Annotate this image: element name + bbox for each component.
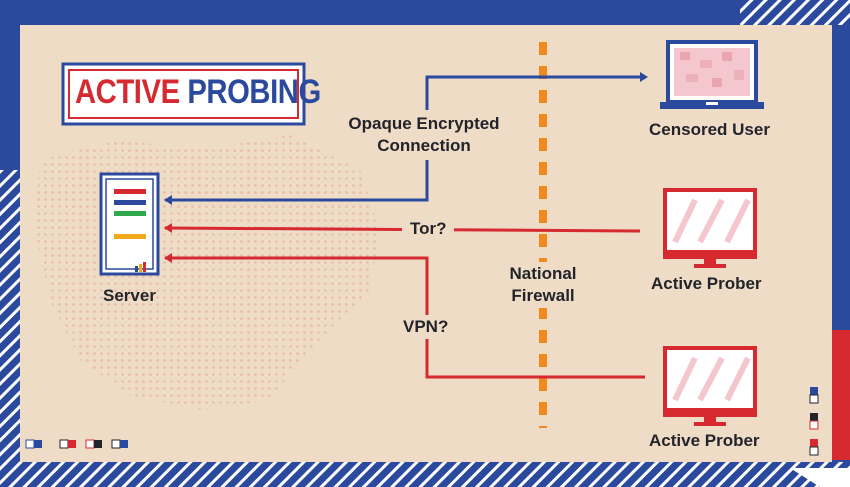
tor-label: Tor? <box>410 219 447 238</box>
monitor-icon <box>663 346 757 426</box>
arrow-tor-icon <box>164 223 172 233</box>
active-prober-label-2: Active Prober <box>649 431 760 450</box>
decorative-squares <box>25 387 819 456</box>
right-red-bar <box>832 330 850 460</box>
monitor-icon <box>663 188 757 268</box>
left-stripes <box>0 170 20 487</box>
title-word-probing: PROBING <box>187 73 321 111</box>
top-stripes <box>740 0 850 25</box>
title-word-active: ACTIVE <box>75 73 180 111</box>
corner-accent-white <box>790 468 850 487</box>
vpn-label: VPN? <box>403 317 449 336</box>
active-prober-label-1: Active Prober <box>651 274 762 293</box>
vpn-label-bg <box>398 315 456 339</box>
title-box-outer <box>61 62 306 126</box>
tor-label-bg <box>402 217 454 241</box>
bottom-stripes <box>0 462 850 487</box>
firewall-label-bg <box>500 262 586 308</box>
title-box: ACTIVE PROBING <box>63 64 321 124</box>
connection-label-bg <box>340 110 510 160</box>
title-box-inner <box>68 69 299 119</box>
server-label: Server <box>103 286 156 305</box>
censored-user-label: Censored User <box>649 120 770 139</box>
page-title: ACTIVE PROBING <box>75 73 321 112</box>
arrow-to-server-blue-icon <box>164 195 172 205</box>
firewall-label: National Firewall <box>509 264 577 305</box>
arrow-vpn-icon <box>164 253 172 263</box>
arrow-to-user-icon <box>640 72 648 82</box>
connection-label: Opaque Encrypted Connection <box>348 114 500 155</box>
laptop-icon <box>660 40 764 109</box>
server-icon <box>99 172 160 276</box>
